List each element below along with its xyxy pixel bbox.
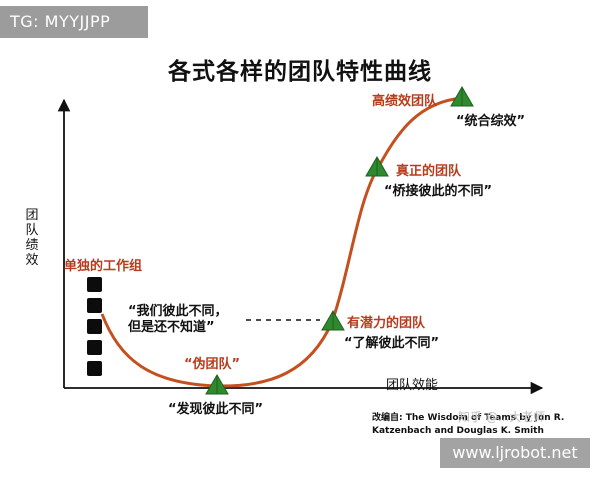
watermark-top-left: TG: MYYJJPP (0, 6, 148, 38)
stage-single-quote: “我们彼此不同， 但是还不知道” (128, 304, 228, 335)
stage-high-name: 高绩效团队 (372, 94, 438, 109)
watermark-bottom-right: www.ljrobot.net (440, 438, 590, 468)
individual-square (87, 340, 102, 355)
stage-single-name: 单独的工作组 (64, 259, 143, 274)
stage-pseudo-name: “伪团队” (184, 357, 241, 372)
stage-real-quote: “桥接彼此的不同” (384, 184, 493, 199)
pseudo-team-marker (205, 374, 229, 395)
watermark-faint: 知乎 @...大老师 (458, 410, 546, 424)
individual-square (87, 298, 102, 313)
high-performance-team-marker (450, 86, 474, 107)
x-axis-label: 团队效能 (386, 378, 439, 393)
stage-high-quote: “统合综效” (456, 114, 526, 129)
stage-real-name: 真正的团队 (396, 164, 462, 179)
real-team-marker (365, 156, 389, 177)
individual-square (87, 319, 102, 334)
source-credit: 改编自: The Wisdom of Teams by Jon R. Katze… (372, 413, 565, 436)
stage-potential-name: 有潜力的团队 (347, 316, 426, 331)
individual-square (87, 361, 102, 376)
individual-square (87, 277, 102, 292)
diagram-title: 各式各样的团队特性曲线 (168, 59, 432, 85)
potential-team-marker (321, 310, 345, 331)
stage-pseudo-quote: “发现彼此不同” (168, 402, 264, 417)
stage-potential-quote: “了解彼此不同” (344, 336, 440, 351)
y-axis-label: 团队绩效 (25, 208, 39, 268)
